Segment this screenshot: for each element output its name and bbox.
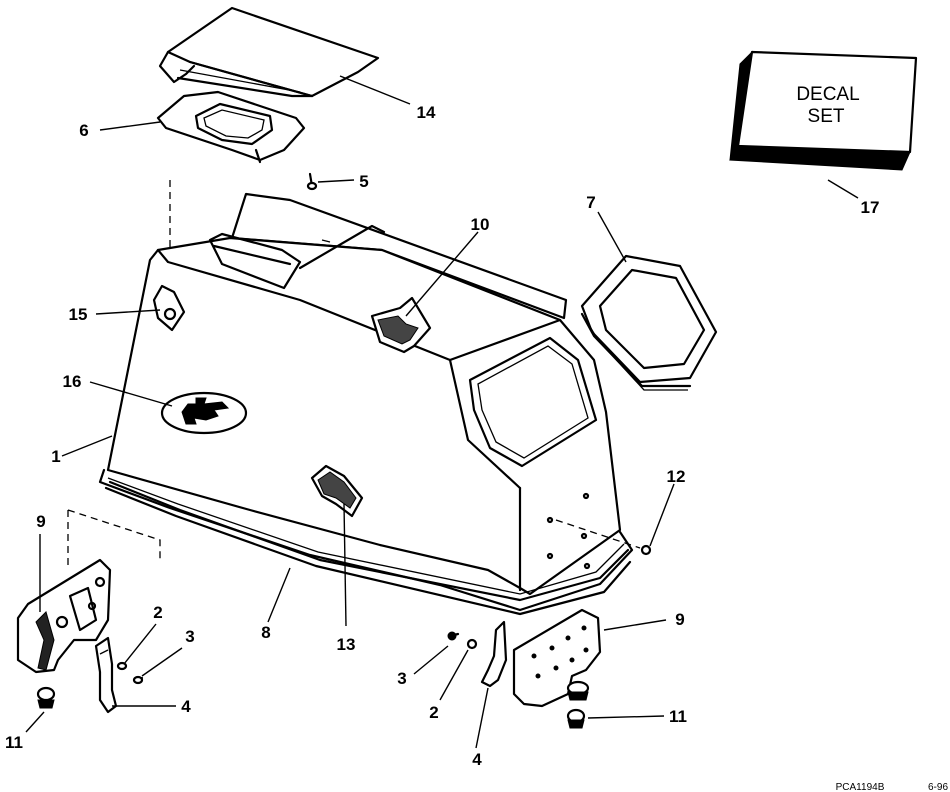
top-hatch-cover — [158, 6, 380, 98]
washer-right-2 — [466, 638, 478, 650]
bracket-strap-right-4 — [480, 620, 508, 688]
logo-emblem — [160, 391, 248, 435]
callout-2-right: 2 — [429, 703, 438, 722]
decal-patch-10 — [370, 296, 432, 354]
window-trim-7 — [580, 254, 718, 391]
decal-set-label-line1: DECAL — [796, 84, 859, 105]
callout-11-right: 11 — [669, 707, 687, 726]
callout-1: 1 — [51, 447, 60, 466]
screw-right-3 — [447, 631, 460, 641]
callout-15: 15 — [69, 305, 88, 324]
rubber-mount-right-upper — [566, 680, 590, 701]
callout-11-left: 11 — [5, 733, 23, 752]
washer-left-2 — [116, 661, 128, 671]
alignment-line-left-bracket — [67, 509, 161, 566]
engine-cover-body — [106, 192, 622, 596]
callout-7: 7 — [586, 193, 595, 212]
decal-set-box: DECAL SET — [729, 50, 918, 171]
leader-lines — [25, 75, 859, 749]
figure-code: PCA1194B — [836, 782, 885, 792]
screw-5 — [306, 172, 318, 191]
bracket-strap-left-4 — [94, 636, 118, 714]
hatch-seal — [156, 90, 306, 164]
callout-3-right: 3 — [397, 669, 406, 688]
callout-3-left: 3 — [185, 627, 194, 646]
figure-date: 6-96 — [928, 782, 948, 792]
callout-6: 6 — [79, 121, 88, 140]
screw-12 — [555, 519, 652, 556]
callout-5: 5 — [359, 172, 368, 191]
latch-15 — [152, 284, 186, 332]
decal-set-label-line2: SET — [808, 106, 845, 127]
decal-patch-13 — [310, 464, 364, 518]
callout-2-left: 2 — [153, 603, 162, 622]
bracket-left-9 — [16, 558, 112, 674]
callout-9-right: 9 — [675, 610, 684, 629]
callout-9-left: 9 — [36, 512, 45, 531]
callout-13: 13 — [337, 635, 356, 654]
callout-12: 12 — [667, 467, 686, 486]
callout-10: 10 — [471, 215, 490, 234]
callout-8: 8 — [261, 623, 270, 642]
callout-labels: 6 14 5 17 7 10 15 16 1 12 9 8 13 9 2 3 4… — [5, 103, 879, 769]
callout-4-right: 4 — [472, 750, 482, 769]
callout-14: 14 — [417, 103, 436, 122]
callout-16: 16 — [63, 372, 82, 391]
callout-17: 17 — [861, 198, 880, 217]
rubber-mount-left-11 — [36, 686, 56, 709]
screw-left-3 — [132, 675, 144, 685]
bracket-right-9 — [512, 608, 602, 708]
lower-seal — [98, 468, 634, 616]
rubber-mount-right-11 — [566, 708, 586, 729]
callout-4-left: 4 — [181, 697, 191, 716]
